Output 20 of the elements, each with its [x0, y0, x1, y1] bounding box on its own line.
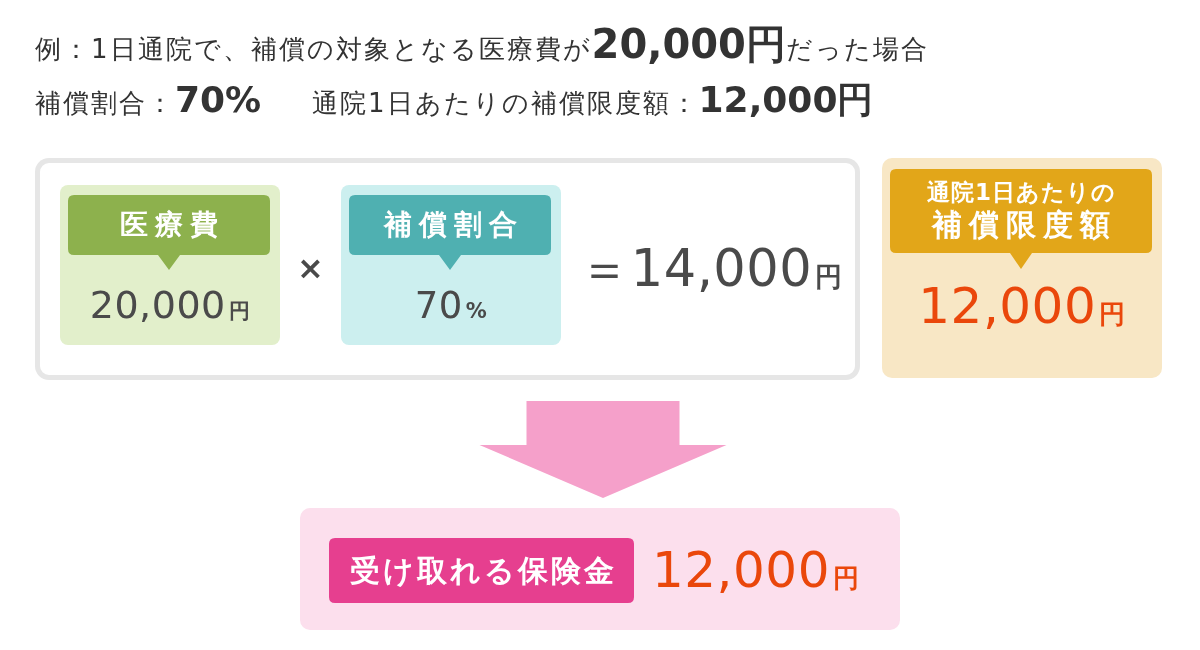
- label-tag: [329, 538, 634, 603]
- tag-text: 医療費: [119, 208, 225, 242]
- tag-text: 補償割合: [382, 208, 524, 242]
- label-tag: [68, 195, 270, 270]
- limit-card: [882, 158, 1162, 378]
- block-arrow: [479, 401, 727, 498]
- amount-card: [341, 185, 561, 345]
- label-tag: [349, 195, 551, 270]
- tag-text: 受け取れる保険金: [348, 552, 617, 589]
- multiply-sign: ×: [297, 249, 324, 288]
- result-panel: [300, 508, 900, 630]
- condition-text: 補償割合：70%: [35, 78, 262, 122]
- tag-text: 補償限度額: [930, 206, 1117, 243]
- amount-card: [60, 185, 280, 345]
- condition-text: 通院1日あたりの補償限度額：12,000円: [312, 78, 874, 122]
- amount-text: 70%: [414, 286, 488, 324]
- tag-text: 通院1日あたりの: [926, 179, 1116, 207]
- example-heading: 例：1日通院で、補償の対象となる医療費が20,000円だった場合: [35, 20, 929, 68]
- label-tag: [890, 169, 1152, 269]
- calculation-panel: [35, 158, 860, 380]
